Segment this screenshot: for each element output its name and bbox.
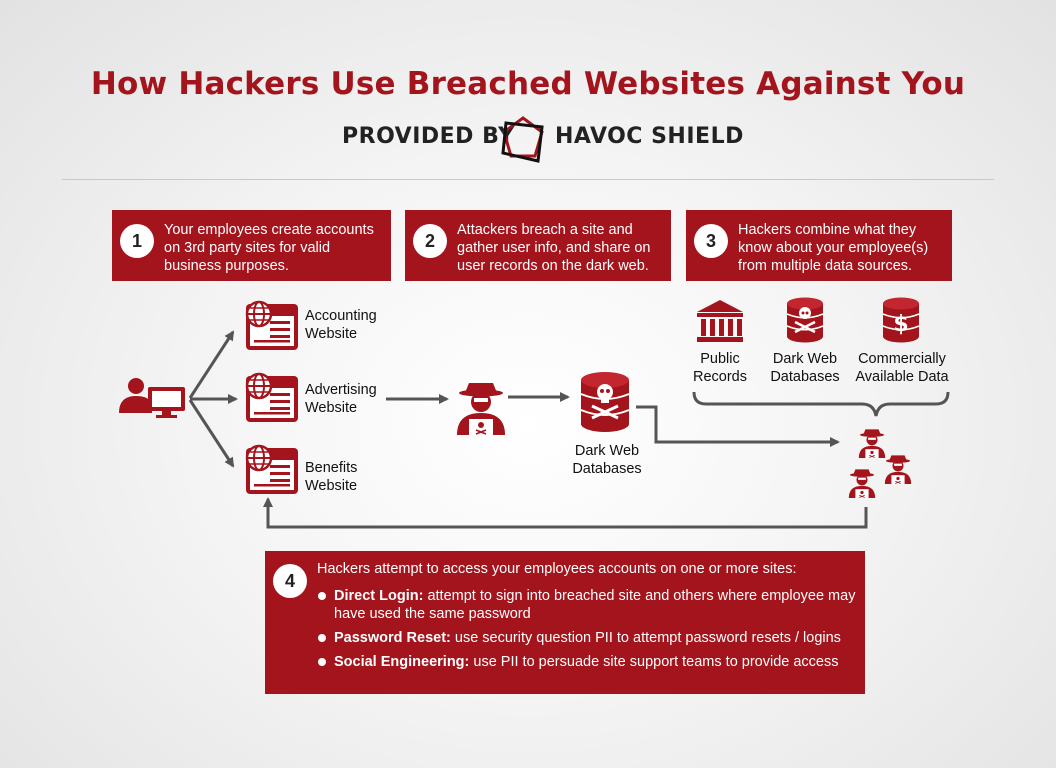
step-4-bullet-list: Direct Login: attempt to sign into breac… xyxy=(317,587,857,677)
svg-text:$: $ xyxy=(893,312,908,337)
brand-name: HAVOC SHIELD xyxy=(555,124,744,149)
bullet-text: use PII to persuade site support teams t… xyxy=(469,654,839,670)
havoc-shield-logo-icon xyxy=(501,116,544,163)
advertising-label-line-1: Advertising xyxy=(305,382,377,398)
commercial-data-dollar-icon: $ xyxy=(882,296,920,344)
dark-web-source-label: Dark Web Databases xyxy=(763,350,847,386)
commercial-data-label: Commercially Available Data xyxy=(850,350,954,386)
accounting-label-line-2: Website xyxy=(305,326,358,342)
step-3-box: 3 Hackers combine what they know about y… xyxy=(686,210,952,281)
step-3-number: 3 xyxy=(694,224,728,258)
step-2-line-3: user records on the dark web. xyxy=(457,258,649,274)
step-3-line-1: Hackers combine what they xyxy=(738,222,917,238)
public-records-line-2: Records xyxy=(693,369,747,385)
dark-web-source-database-icon xyxy=(786,296,824,344)
public-records-line-1: Public xyxy=(700,351,740,367)
step-2-box: 2 Attackers breach a site and gather use… xyxy=(405,210,671,281)
advertising-label-line-2: Website xyxy=(305,400,358,416)
bullet-title: Social Engineering: xyxy=(334,654,470,670)
advertising-website-icon xyxy=(244,372,300,424)
step-3-line-2: know about your employee(s) xyxy=(738,240,929,256)
public-records-bank-icon xyxy=(697,300,743,342)
step-2-number: 2 xyxy=(413,224,447,258)
dark-web-source-line-2: Databases xyxy=(770,369,840,385)
dark-web-label-line-2: Databases xyxy=(572,461,642,477)
header-divider xyxy=(62,179,994,180)
list-item: Direct Login: attempt to sign into breac… xyxy=(317,587,857,623)
step-4-box: 4 Hackers attempt to access your employe… xyxy=(265,551,865,694)
benefits-label-line-1: Benefits xyxy=(305,460,358,476)
step-1-number: 1 xyxy=(120,224,154,258)
step-2-text: Attackers breach a site and gather user … xyxy=(457,221,650,275)
bullet-dot xyxy=(318,658,326,666)
benefits-website-icon xyxy=(244,444,300,496)
commercial-data-line-2: Available Data xyxy=(855,369,949,385)
commercial-data-line-1: Commercially xyxy=(858,351,946,367)
dark-web-label-line-1: Dark Web xyxy=(574,443,640,459)
accounting-label-line-1: Accounting xyxy=(305,308,377,324)
step-3-line-3: from multiple data sources. xyxy=(738,258,913,274)
dark-web-database-icon xyxy=(580,371,630,433)
dark-web-source-line-1: Dark Web xyxy=(772,351,838,367)
advertising-website-label: Advertising Website xyxy=(305,381,377,417)
bullet-title: Direct Login: xyxy=(334,588,424,604)
step-2-line-1: Attackers breach a site and xyxy=(457,222,633,238)
hacker-icon xyxy=(456,382,506,436)
accounting-website-label: Accounting Website xyxy=(305,307,377,343)
bullet-dot xyxy=(318,634,326,642)
bullet-dot xyxy=(318,592,326,600)
list-item: Password Reset: use security question PI… xyxy=(317,629,857,647)
bullet-text: use security question PII to attempt pas… xyxy=(450,630,841,646)
step-3-text: Hackers combine what they know about you… xyxy=(738,221,928,275)
step-1-line-2: on 3rd party sites for valid xyxy=(164,240,331,256)
step-4-number: 4 xyxy=(273,564,307,598)
public-records-label: Public Records xyxy=(680,350,760,386)
step-1-line-1: Your employees create accounts xyxy=(164,222,374,238)
employee-computer-icon xyxy=(119,378,185,418)
step-2-line-2: gather user info, and share on xyxy=(457,240,651,256)
benefits-website-label: Benefits Website xyxy=(305,459,357,495)
accounting-website-icon xyxy=(244,300,300,352)
step-1-text: Your employees create accounts on 3rd pa… xyxy=(164,221,374,275)
list-item: Social Engineering: use PII to persuade … xyxy=(317,653,857,671)
step-1-line-3: business purposes. xyxy=(164,258,289,274)
bullet-title: Password Reset: xyxy=(334,630,451,646)
dark-web-databases-label: Dark Web Databases xyxy=(555,442,659,478)
provided-by-label: PROVIDED BY xyxy=(342,124,515,149)
benefits-label-line-2: Website xyxy=(305,478,358,494)
step-4-intro: Hackers attempt to access your employees… xyxy=(317,561,797,577)
step-1-box: 1 Your employees create accounts on 3rd … xyxy=(112,210,391,281)
bullet-text: attempt to sign into breached site and o… xyxy=(334,588,856,622)
page-title: How Hackers Use Breached Websites Agains… xyxy=(90,66,966,102)
hacker-group-icon xyxy=(848,428,912,499)
